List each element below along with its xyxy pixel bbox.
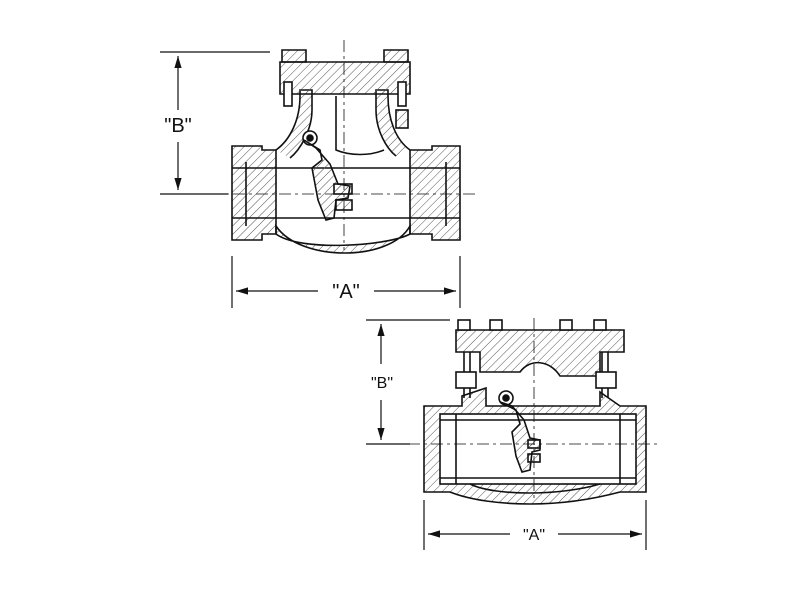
- bonnet-bottom: [455, 319, 625, 398]
- dimension-a-top: [231, 256, 461, 308]
- dimension-b-label-bottom: "B": [371, 375, 393, 392]
- swing-check-valve-bottom-view: [408, 318, 660, 505]
- dimension-a-bottom: [423, 500, 647, 550]
- disc-top: [303, 139, 353, 221]
- dimension-a-label-top: "A": [332, 281, 360, 303]
- dimension-b-top: [160, 51, 270, 195]
- bonnet-top: [279, 49, 411, 129]
- dimension-b-label-top: "B": [164, 115, 192, 137]
- valve-body-top: [231, 89, 461, 254]
- dimension-b-bottom: [366, 319, 450, 445]
- swing-check-valve-top-view: [210, 40, 478, 254]
- dimension-a-label-bottom: "A": [523, 527, 545, 544]
